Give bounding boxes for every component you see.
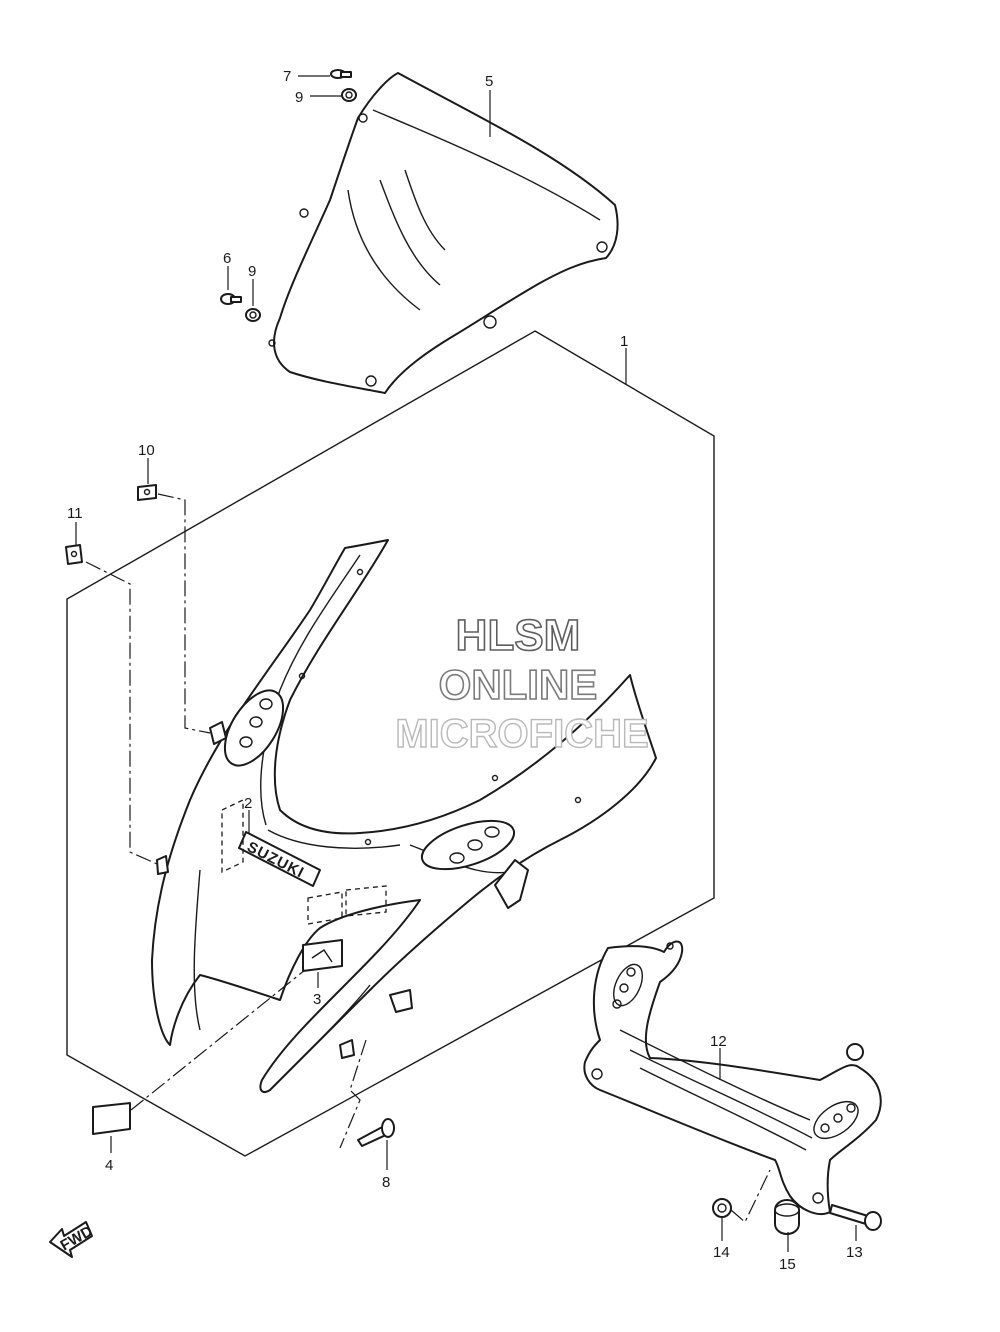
callout-5: 5	[485, 73, 493, 90]
callout-9-top: 9	[295, 89, 303, 106]
assembly-line-11	[85, 561, 158, 865]
upper-cowling[interactable]	[151, 539, 657, 1093]
assembly-line-8	[339, 1039, 367, 1149]
callout-2: 2	[244, 795, 252, 812]
decal-lower-a	[307, 891, 343, 925]
callout-6: 6	[223, 250, 231, 267]
clip-nut-11[interactable]	[65, 544, 83, 565]
callout-10: 10	[138, 442, 155, 459]
decal-lower-b	[345, 885, 387, 917]
callout-13: 13	[846, 1244, 863, 1261]
nut-9-side[interactable]	[245, 308, 261, 322]
callout-8: 8	[382, 1174, 390, 1191]
bolt-13[interactable]	[829, 1204, 882, 1231]
cowling-bracket[interactable]	[583, 940, 882, 1215]
grommet-14[interactable]	[712, 1198, 732, 1218]
watermark-line-1: HLSM	[456, 611, 581, 660]
forward-direction-icon: FWD	[49, 1221, 96, 1258]
assembly-line-4	[130, 969, 306, 1111]
sticker-3[interactable]	[302, 939, 343, 972]
callout-12: 12	[710, 1033, 727, 1050]
assembly-outline	[66, 330, 715, 1157]
cushion-15[interactable]	[774, 1199, 800, 1235]
screw-7[interactable]	[330, 69, 352, 79]
screw-6[interactable]	[220, 293, 242, 305]
callout-9-side: 9	[248, 263, 256, 280]
assembly-line-14	[730, 1169, 771, 1223]
callout-3: 3	[313, 991, 321, 1008]
decal-left	[221, 798, 244, 874]
callout-11: 11	[67, 505, 83, 522]
callout-1: 1	[620, 333, 628, 350]
watermark-line-3: MICROFICHE	[395, 712, 648, 756]
assembly-line-10	[157, 493, 211, 734]
callout-7: 7	[283, 68, 291, 85]
watermark-line-2: ONLINE	[439, 661, 598, 708]
sticker-4[interactable]	[92, 1102, 131, 1135]
callout-14: 14	[713, 1244, 730, 1261]
windscreen[interactable]	[268, 72, 619, 394]
callout-15: 15	[779, 1256, 796, 1273]
clip-nut-10[interactable]	[137, 484, 157, 501]
nut-9-top[interactable]	[341, 88, 357, 102]
tapping-screw-8[interactable]	[357, 1118, 395, 1147]
callout-4: 4	[105, 1157, 113, 1174]
